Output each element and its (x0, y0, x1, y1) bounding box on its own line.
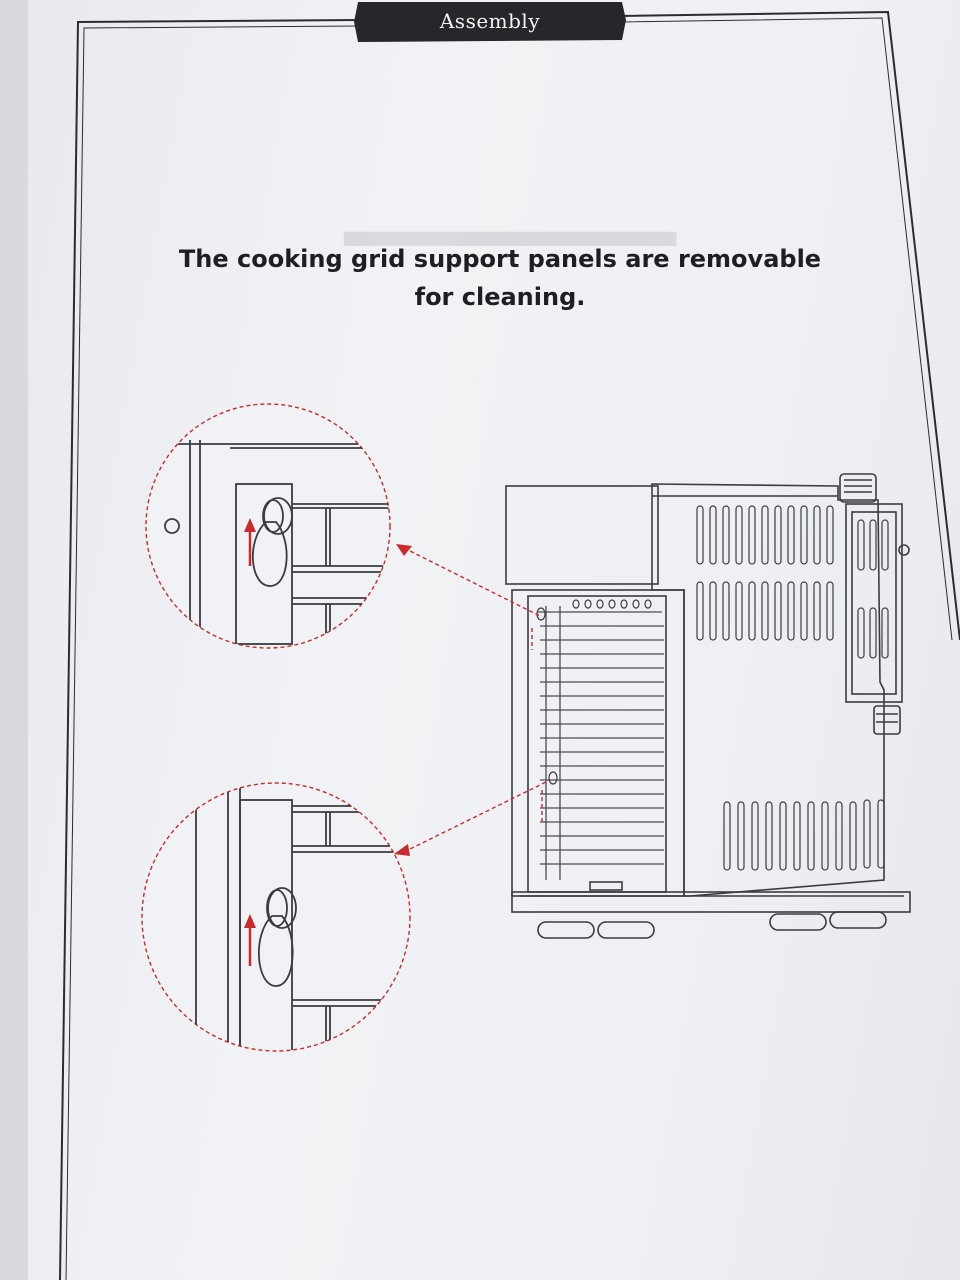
callout-leaders (403, 547, 547, 853)
title-line-2: for cleaning. (414, 283, 586, 311)
bbq-cabinet-drawing (505, 473, 911, 939)
detail-magnifier-bottom (141, 782, 411, 1052)
arrowhead-top (396, 544, 412, 556)
cooking-grid-support (538, 606, 664, 880)
header-tab (354, 2, 626, 42)
title-line-1: The cooking grid support panels are remo… (178, 245, 822, 273)
arrowhead-bottom (394, 844, 410, 856)
detail-magnifier-top (145, 403, 391, 649)
vent-holes (536, 599, 652, 785)
section-label: Assembly (439, 9, 541, 33)
vent-slots (696, 505, 889, 871)
page-title: The cooking grid support panels are remo… (120, 240, 880, 316)
